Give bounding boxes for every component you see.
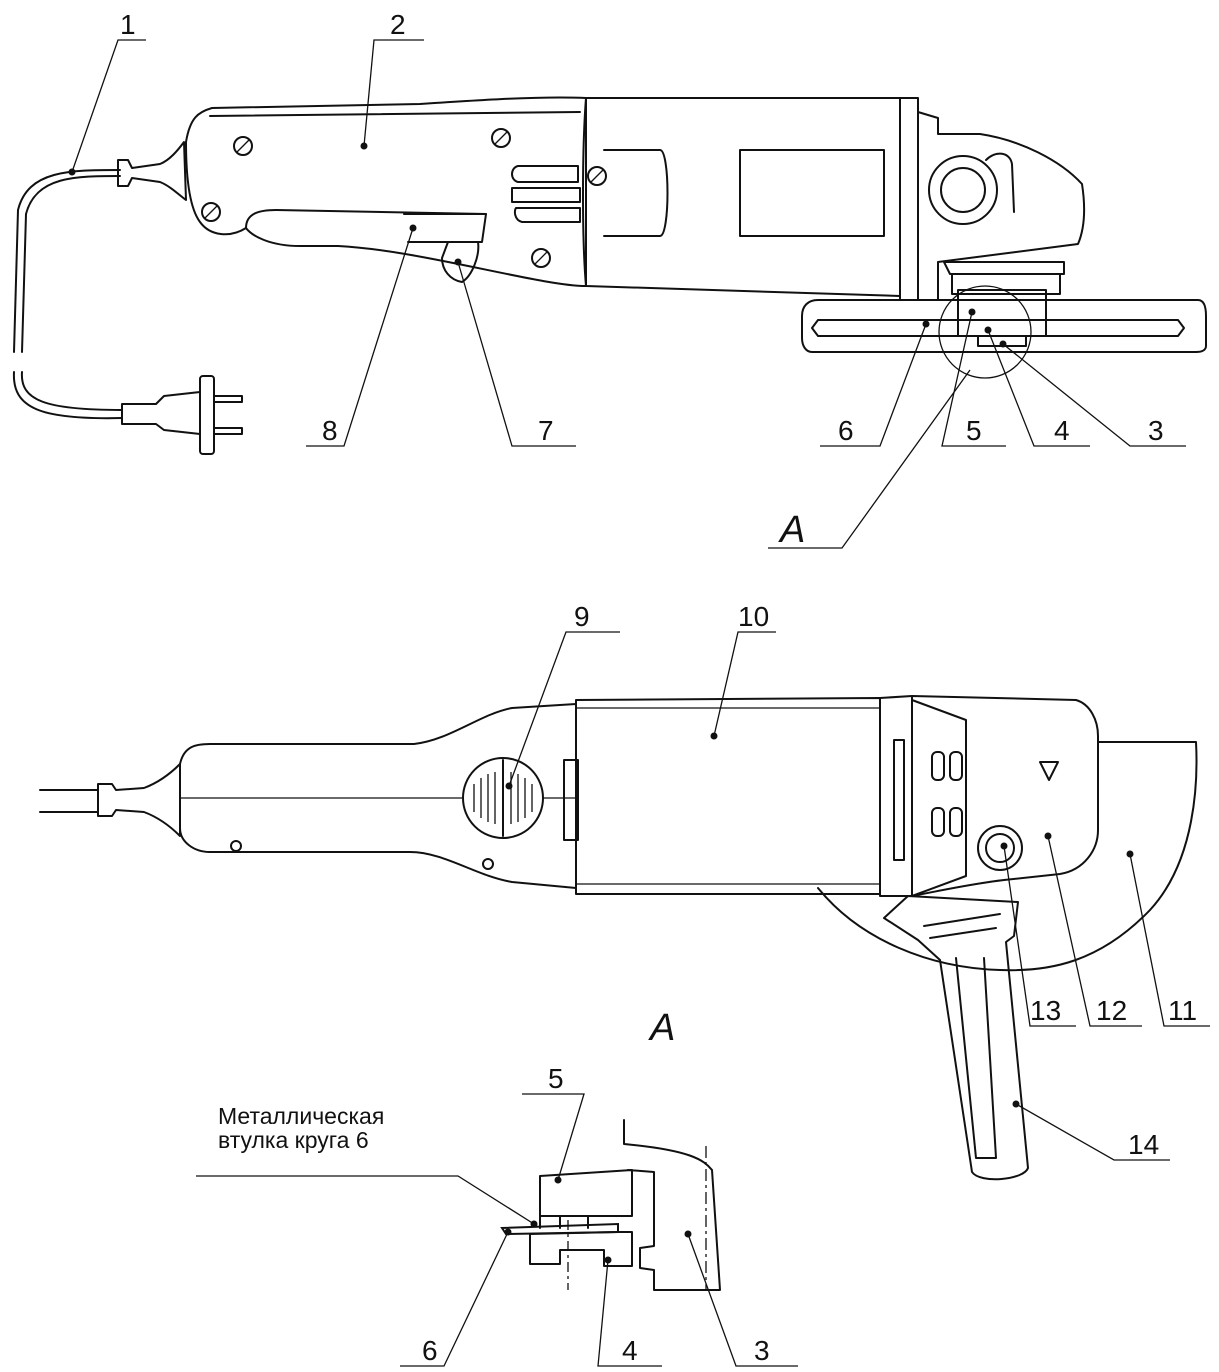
spindle-flange: [943, 261, 1065, 295]
callout-12: 12: [1096, 995, 1127, 1026]
callout-4: 4: [1054, 415, 1070, 446]
callout-2: 2: [390, 9, 406, 40]
strain-relief: [117, 141, 187, 201]
lock-on-button: [462, 757, 544, 839]
grinder-top-view: [39, 631, 1210, 1181]
switch-lever: [403, 213, 487, 243]
detail-callout-4: 4: [622, 1335, 638, 1366]
note-line-1: Металлическая: [218, 1103, 384, 1129]
callout-10: 10: [738, 601, 769, 632]
callout-11: 11: [1168, 995, 1197, 1026]
power-plug: [121, 375, 243, 455]
detail-a-circle: [938, 285, 1032, 379]
detail-callout-5: 5: [548, 1063, 564, 1094]
grinder-side-view: [12, 39, 1207, 549]
callout-3: 3: [1148, 415, 1164, 446]
callout-1: 1: [120, 9, 136, 40]
side-view-leaders: [68, 39, 1186, 549]
side-handle: [883, 895, 1029, 1181]
motor-housing: [585, 97, 901, 297]
detail-leaders: [196, 1093, 798, 1367]
wheel-guard-side: [801, 299, 1207, 353]
detail-a-section: [196, 1093, 798, 1367]
motor-housing-top: [575, 697, 881, 895]
spindle-lock-top: [977, 825, 1023, 871]
callout-14: 14: [1128, 1129, 1159, 1160]
power-cord: [12, 169, 123, 420]
gear-head-top: [911, 695, 1099, 897]
note-line-2: втулка круга 6: [218, 1127, 369, 1153]
callout-7: 7: [538, 415, 554, 446]
trigger-switch: [441, 241, 480, 283]
clamp-nut: [977, 335, 1027, 347]
callout-6: 6: [838, 415, 854, 446]
callout-9: 9: [574, 601, 590, 632]
cord-stub: [39, 789, 99, 813]
upper-flange: [539, 1169, 633, 1217]
callout-5: 5: [966, 415, 982, 446]
direction-arrow: [1039, 761, 1059, 781]
clamp-nut-section: [529, 1231, 633, 1267]
air-vents: [511, 165, 581, 223]
detail-callout-3: 3: [754, 1335, 770, 1366]
spindle-lock-button: [928, 155, 998, 225]
callout-13: 13: [1030, 995, 1061, 1026]
top-view-leaders: [505, 631, 1210, 1161]
callout-8: 8: [322, 415, 338, 446]
view-label-a-detail: А: [648, 1007, 675, 1049]
callout-numbers: 1 2 8 7 6 5 4 3 9 10 13 12 11 14 5 6 4 3: [120, 9, 1197, 1366]
gear-head: [899, 97, 919, 301]
detail-callout-6: 6: [422, 1335, 438, 1366]
housing-screws: [201, 128, 607, 268]
view-label-a-top: А: [778, 509, 805, 551]
rear-handle-housing: [185, 96, 587, 287]
